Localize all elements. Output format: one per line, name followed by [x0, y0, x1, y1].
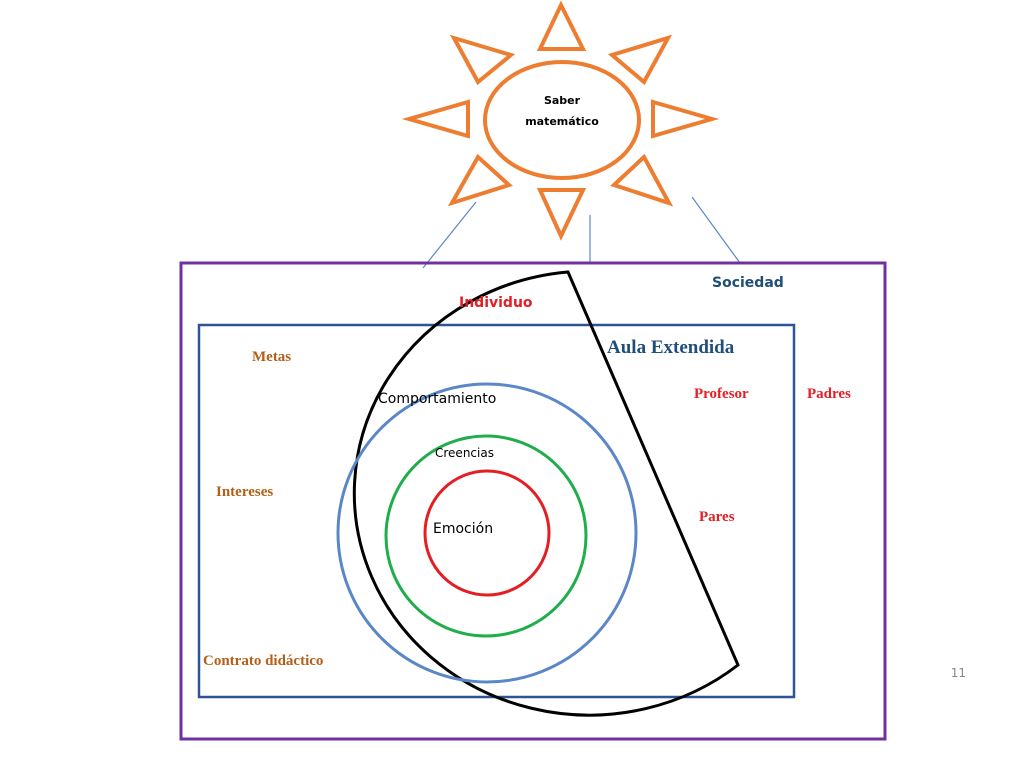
sun-ray-bottom-right — [610, 153, 674, 207]
society-frame — [179, 261, 887, 741]
peers-label: Pares — [699, 509, 735, 525]
sun-ray-bottom-left — [447, 153, 513, 207]
sun-label-line1: Saber — [544, 94, 581, 107]
beliefs-ring — [384, 434, 588, 638]
teacher-label: Profesor — [694, 386, 749, 402]
sun-ray-top-right — [607, 34, 673, 86]
individual-label: Individuo — [459, 295, 533, 311]
sun-core — [483, 60, 641, 180]
behavior-ring — [336, 382, 638, 684]
behavior-label: Comportamiento — [378, 391, 496, 407]
connector-left — [422, 201, 477, 269]
interests-label: Intereses — [216, 484, 273, 500]
page-number: 11 — [951, 666, 966, 680]
contract-label: Contrato didáctico — [203, 653, 323, 669]
connector-right — [691, 196, 741, 264]
sun-ray-top-left — [449, 34, 516, 86]
emotion-label: Emoción — [433, 521, 493, 537]
sun-ray-bottom — [536, 188, 587, 241]
sun-ray-right — [651, 99, 720, 139]
emotion-ring — [423, 469, 551, 597]
beliefs-label: Creencias — [435, 446, 494, 460]
sun-ray-left — [401, 99, 470, 139]
classroom-label: Aula Extendida — [607, 337, 735, 358]
sun-ray-top — [536, 0, 587, 51]
sun-connectors — [422, 196, 741, 269]
sun-icon — [401, 0, 720, 241]
society-label: Sociedad — [712, 275, 784, 291]
parents-label: Padres — [807, 386, 851, 402]
goals-label: Metas — [252, 349, 291, 365]
individual-shape — [352, 270, 740, 717]
sun-label-line2: matemático — [525, 115, 599, 128]
